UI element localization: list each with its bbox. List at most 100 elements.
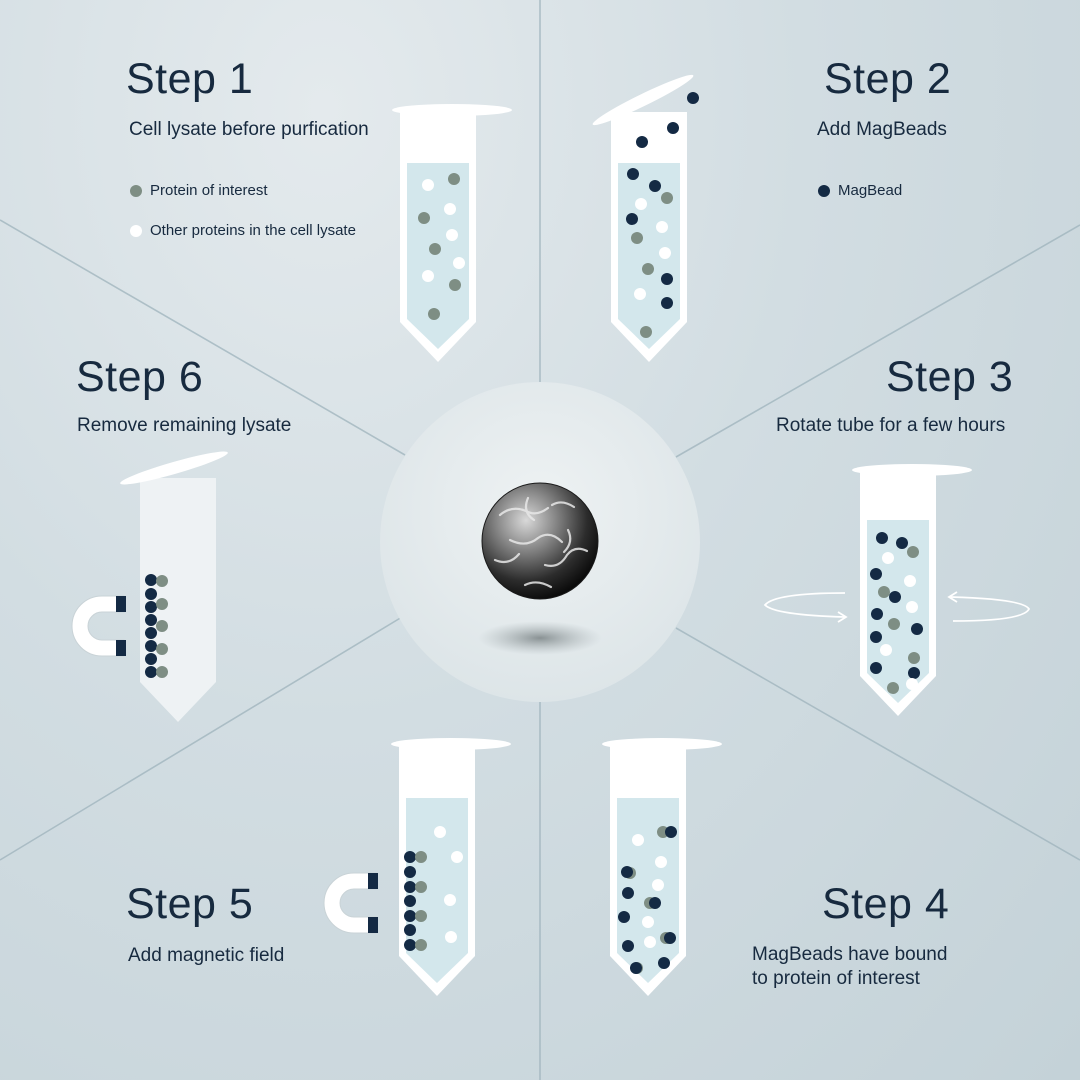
sphere-shadow	[478, 621, 602, 655]
other-protein-dot	[906, 678, 918, 690]
magnet-pole	[116, 596, 126, 612]
tube-lid	[852, 464, 972, 476]
step-6-description: Remove remaining lysate	[77, 415, 292, 436]
magbead-dot	[687, 92, 699, 104]
magnet-pole	[116, 640, 126, 656]
magbead-dot	[626, 213, 638, 225]
rotate-arrow-right	[950, 596, 1031, 622]
magbead-dot	[664, 932, 676, 944]
legend-bead: MagBead	[818, 182, 902, 199]
other-protein-dot	[635, 198, 647, 210]
step-6-protein-dots	[156, 575, 168, 678]
rotate-arrowhead-right	[947, 591, 958, 603]
step-2-bead-dots	[626, 168, 673, 309]
magbead-dot	[649, 180, 661, 192]
protein-dot	[418, 212, 430, 224]
other-protein-dot	[451, 851, 463, 863]
protein-dot	[908, 652, 920, 664]
magbead-dot	[889, 591, 901, 603]
other-protein-dot	[422, 270, 434, 282]
magbead-dot	[145, 640, 157, 652]
step-6-bead-dots	[145, 574, 157, 678]
magnet-pole	[368, 873, 378, 889]
tube-lid	[392, 104, 512, 116]
protein-dot	[415, 910, 427, 922]
step-2-title: Step 2	[824, 55, 952, 103]
step-4-description-line2: to protein of interest	[752, 968, 920, 989]
step-2-falling-beads	[636, 92, 699, 148]
magbead-dot	[404, 851, 416, 863]
magbead-dot	[145, 574, 157, 586]
magbead-dot	[145, 614, 157, 626]
magbead-dot	[622, 887, 634, 899]
step-3-protein-dots	[878, 546, 920, 694]
step-4-bead-dots	[618, 826, 677, 974]
protein-dot	[156, 620, 168, 632]
tube-liquid	[406, 798, 468, 983]
tube-liquid	[618, 163, 680, 349]
magbead-dot	[618, 911, 630, 923]
step-3-other-dots	[880, 552, 918, 690]
magnet-body	[71, 595, 125, 657]
magbead-dot-icon	[818, 184, 830, 197]
protein-dot	[449, 279, 461, 291]
other-protein-dot	[659, 247, 671, 259]
step-3-title: Step 3	[886, 353, 1014, 401]
magbead-dot	[404, 939, 416, 951]
magbead-sphere-icon	[481, 482, 599, 600]
magbead-dot	[404, 895, 416, 907]
step-5-bead-dots	[404, 851, 416, 951]
other-protein-dot	[644, 936, 656, 948]
step-1-title: Step 1	[126, 55, 254, 103]
other-protein-dot	[444, 894, 456, 906]
protein-dot	[156, 643, 168, 655]
step-2-description: Add MagBeads	[817, 119, 947, 140]
protein-dot-icon	[130, 184, 142, 197]
step-6-title: Step 6	[76, 353, 204, 401]
other-protein-dot	[632, 834, 644, 846]
step-5-title: Step 5	[126, 880, 254, 928]
legend-other-label: Other proteins in the cell lysate	[150, 222, 356, 239]
step-5-protein-dots	[415, 851, 427, 951]
other-protein-dot	[434, 826, 446, 838]
step-2-tube	[592, 74, 694, 362]
magbead-dot	[145, 601, 157, 613]
rotate-arrow-left	[763, 592, 846, 618]
other-protein-dot	[444, 203, 456, 215]
magbead-dot	[145, 627, 157, 639]
magbead-dot	[870, 662, 882, 674]
other-protein-dot	[880, 644, 892, 656]
protein-dot	[661, 192, 673, 204]
step-3-description: Rotate tube for a few hours	[776, 415, 1006, 436]
step-6-tube	[120, 451, 228, 722]
step-4-description-line1: MagBeads have bound	[752, 944, 948, 965]
other-protein-dot	[642, 916, 654, 928]
magbead-dot	[667, 122, 679, 134]
magbead-dot	[404, 910, 416, 922]
magbead-dot	[871, 608, 883, 620]
protein-dot	[156, 598, 168, 610]
protein-dot	[642, 263, 654, 275]
step-2-other-dots	[634, 198, 671, 300]
other-protein-dot	[453, 257, 465, 269]
magbead-dot	[630, 962, 642, 974]
protein-dot	[887, 682, 899, 694]
step-5-tube	[391, 738, 511, 996]
other-protein-dot	[655, 856, 667, 868]
other-protein-dot	[906, 601, 918, 613]
protein-dot	[448, 173, 460, 185]
other-protein-dot	[904, 575, 916, 587]
magbead-dot	[908, 667, 920, 679]
step-3-bead-dots	[870, 532, 923, 679]
protein-dot	[631, 232, 643, 244]
step-5-magnet-icon	[323, 872, 378, 934]
step-5-description: Add magnetic field	[128, 945, 285, 966]
protein-dot	[428, 308, 440, 320]
protein-dot	[640, 326, 652, 338]
protein-dot	[888, 618, 900, 630]
magbead-dot	[145, 653, 157, 665]
step-2-protein-dots	[631, 192, 673, 338]
